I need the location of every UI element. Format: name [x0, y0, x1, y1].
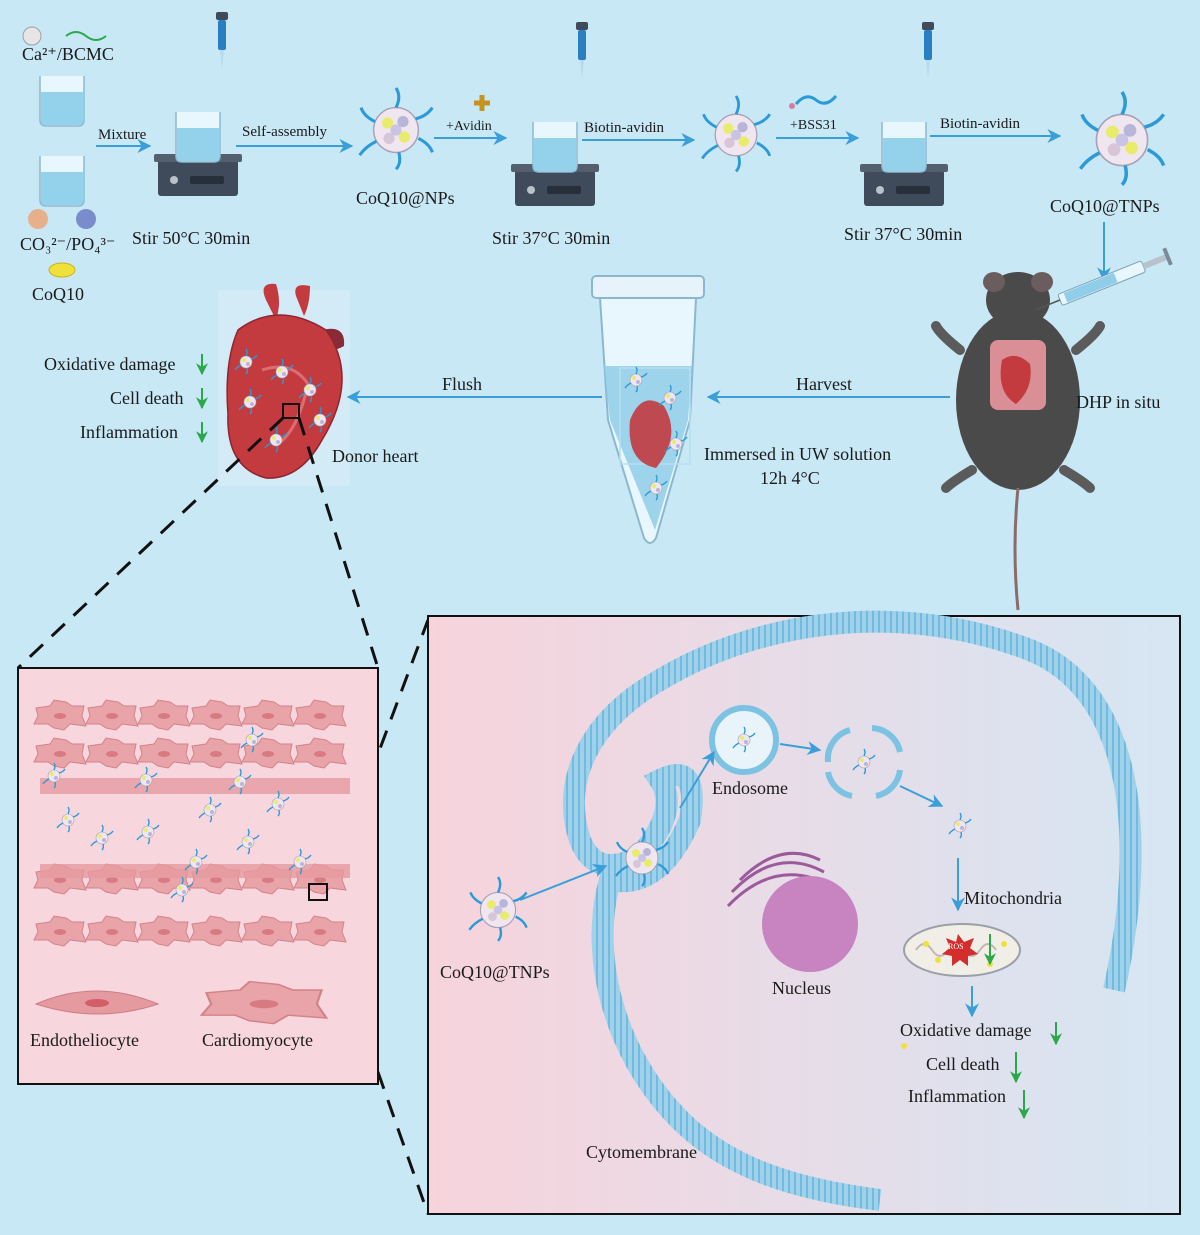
label-ros: ROS	[948, 942, 964, 951]
label-endosome: Endosome	[712, 778, 788, 798]
label-cell-coq10-tnps: CoQ10@TNPs	[440, 962, 550, 982]
label-oxidative-damage: Oxidative damage	[44, 354, 176, 374]
label-inflammation: Inflammation	[80, 422, 178, 442]
label-endotheliocyte: Endotheliocyte	[30, 1030, 139, 1050]
label-coq10: CoQ10	[32, 284, 85, 304]
label-mixture: Mixture	[98, 127, 147, 143]
label-cell-death: Cell death	[110, 388, 184, 408]
label-flush: Flush	[442, 374, 483, 394]
label-immersed: Immersed in UW solution	[704, 444, 892, 464]
label-cardiomyocyte: Cardiomyocyte	[202, 1030, 313, 1050]
label-biotin-avidin-1: Biotin-avidin	[584, 120, 664, 136]
label-mitochondria: Mitochondria	[964, 888, 1062, 908]
label-coq10-tnps: CoQ10@TNPs	[1050, 196, 1160, 216]
label-cytomembrane: Cytomembrane	[586, 1142, 697, 1162]
label-stir-2: Stir 37°C 30min	[492, 228, 611, 248]
label-coq10-nps: CoQ10@NPs	[356, 188, 455, 208]
label-stir-1: Stir 50°C 30min	[132, 228, 251, 248]
label-biotin-avidin-2: Biotin-avidin	[940, 116, 1020, 132]
label-harvest: Harvest	[796, 374, 852, 394]
label-co3-po4: CO₃²⁻/PO₄³⁻	[20, 234, 116, 254]
label-dhp-in-situ: DHP in situ	[1076, 392, 1161, 412]
label-immersed-time: 12h 4°C	[760, 468, 820, 488]
label-avidin: +Avidin	[446, 119, 492, 134]
label-self-assembly: Self-assembly	[242, 124, 327, 140]
label-cell-inflammation: Inflammation	[908, 1086, 1006, 1106]
label-cell-oxidative-damage: Oxidative damage	[900, 1020, 1032, 1040]
label-cell-cell-death: Cell death	[926, 1054, 1000, 1074]
label-nucleus: Nucleus	[772, 978, 831, 998]
label-bss31: +BSS31	[790, 118, 837, 133]
label-stir-3: Stir 37°C 30min	[844, 224, 963, 244]
label-ca-bcmc: Ca²⁺/BCMC	[22, 44, 114, 64]
label-donor-heart: Donor heart	[332, 446, 419, 466]
